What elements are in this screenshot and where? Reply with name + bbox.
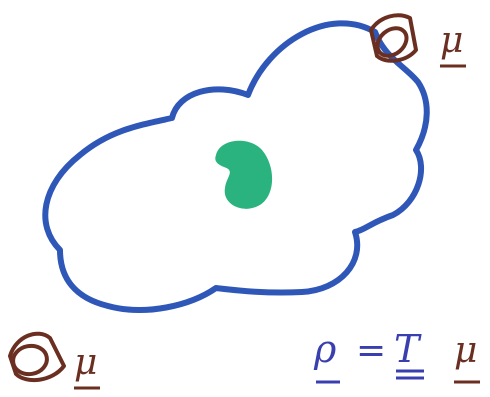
cloud-outline xyxy=(42,20,430,313)
mu-label-bottom: μ xyxy=(74,342,97,383)
equation-rho: ρ xyxy=(313,327,337,371)
equation-equals: = xyxy=(356,330,386,371)
mu-label-top: μ xyxy=(440,20,463,61)
equation-tensor-t: T xyxy=(394,327,422,371)
equation-mu: μ xyxy=(454,330,477,371)
green-blob xyxy=(215,140,273,209)
cone-icon xyxy=(8,331,66,383)
cone-icon xyxy=(369,13,418,63)
